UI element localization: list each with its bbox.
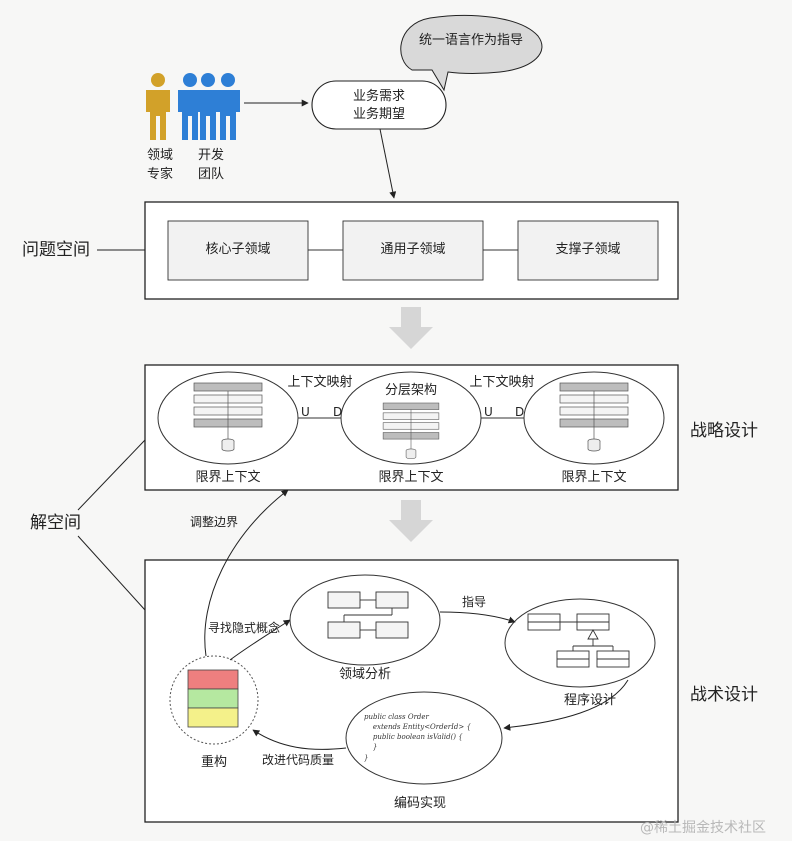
adjust-boundary-label: 调整边界 — [190, 515, 239, 529]
problem-space-label: 问题空间 — [22, 240, 90, 260]
subdomain-core-box — [167, 220, 309, 281]
downstream-right: D — [515, 405, 525, 419]
find-concepts-arrow — [229, 619, 291, 661]
solution-space-label: 解空间 — [30, 513, 81, 533]
requirements-line1: 业务需求 — [352, 89, 406, 104]
domain-expert-icon — [146, 73, 170, 140]
program-to-coding-arrow — [503, 679, 629, 731]
context-mapping-left: 上下文映射 — [287, 375, 353, 390]
improve-quality-arrow — [252, 729, 347, 750]
dev-team-icon — [178, 73, 240, 140]
context-mapping-right: 上下文映射 — [469, 375, 535, 390]
bounded-context-right-label: 限界上下文 — [561, 470, 627, 485]
code-line: public class Order — [364, 713, 429, 721]
tactical-design-label: 战术设计 — [690, 685, 758, 705]
coding-label: 编码实现 — [393, 796, 447, 811]
watermark: @稀土掘金技术社区 — [640, 820, 766, 836]
program-design-label: 程序设计 — [563, 693, 617, 708]
code-line: extends Entity<OrderId> { — [364, 723, 471, 732]
code-snippet: public class Order extends Entity<OrderI… — [364, 712, 471, 763]
upstream-right: U — [484, 405, 493, 419]
subdomain-supporting-box — [517, 220, 659, 281]
subdomain-generic-label: 通用子领域 — [380, 242, 446, 257]
requirements-pill — [311, 80, 447, 130]
downstream-left: D — [333, 405, 343, 419]
domain-model-icon — [327, 591, 409, 639]
layered-architecture-label: 分层架构 — [384, 383, 438, 398]
refactor-red-layer — [187, 669, 239, 690]
domain-analysis-label: 领域分析 — [338, 667, 392, 682]
refactor-green-layer — [187, 688, 239, 709]
class-diagram-icon — [527, 613, 630, 668]
bounded-context-middle-label: 限界上下文 — [378, 470, 444, 485]
requirements-line2: 业务期望 — [352, 107, 406, 122]
solution-to-tactical-line — [77, 535, 146, 611]
guide-label: 指导 — [462, 595, 487, 609]
improve-quality-label: 改进代码质量 — [262, 753, 335, 767]
find-concepts-label: 寻找隐式概念 — [208, 621, 281, 635]
domain-expert-label-1: 领域 — [146, 148, 174, 163]
solution-to-strategic-line — [77, 439, 146, 511]
dev-team-label-1: 开发 — [197, 148, 225, 163]
bounded-context-left-label: 限界上下文 — [195, 470, 261, 485]
adjust-boundary-arrow — [204, 489, 289, 657]
speech-bubble-text: 统一语言作为指导 — [418, 33, 524, 48]
code-line: } — [364, 753, 369, 762]
upstream-left: U — [301, 405, 310, 419]
speech-bubble-shape — [400, 14, 543, 92]
coding-ellipse — [345, 691, 503, 785]
guide-arrow — [439, 611, 516, 624]
domain-expert-label-2: 专家 — [146, 167, 174, 182]
subdomain-core-label: 核心子领域 — [205, 242, 271, 257]
refactor-label: 重构 — [200, 755, 228, 770]
big-down-arrow-1 — [389, 307, 433, 349]
subdomain-supporting-label: 支撑子领域 — [555, 242, 621, 257]
dev-team-label-2: 团队 — [197, 167, 225, 182]
code-line: public boolean isValid() { — [364, 733, 463, 742]
big-down-arrow-2 — [389, 500, 433, 542]
program-design-ellipse — [504, 598, 656, 688]
code-line: } — [364, 743, 378, 752]
domain-analysis-ellipse — [289, 574, 441, 666]
strategic-design-label: 战略设计 — [690, 421, 758, 441]
requirements-to-problem-arrow — [379, 128, 397, 199]
refactor-yellow-layer — [187, 707, 239, 728]
subdomain-generic-box — [342, 220, 484, 281]
